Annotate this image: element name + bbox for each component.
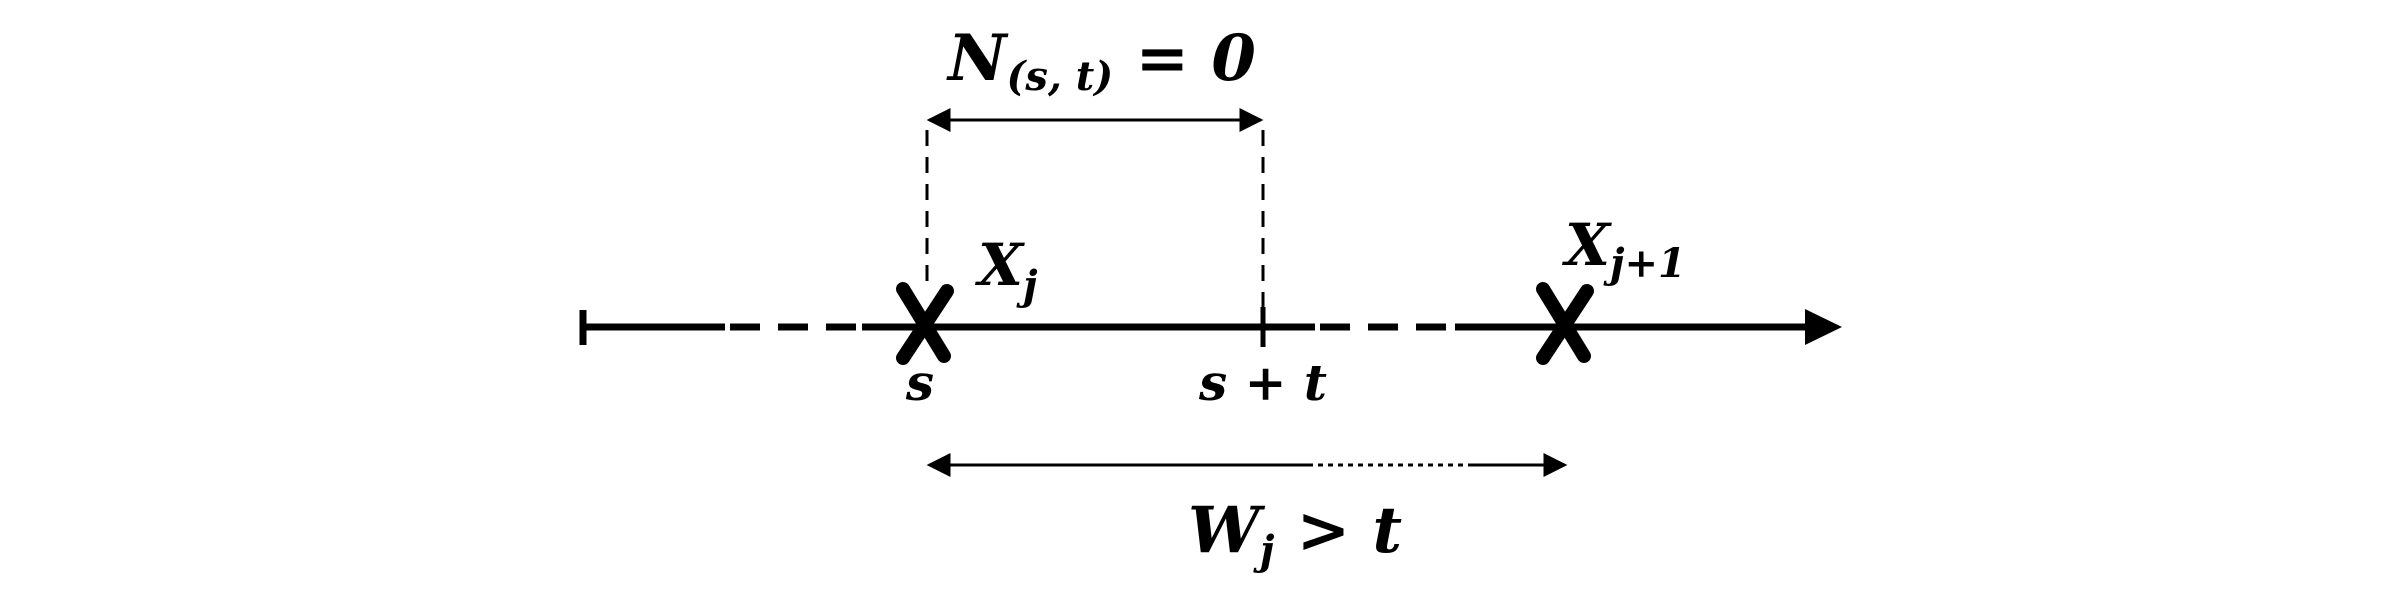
count-label-main: N	[946, 21, 1009, 96]
axis-arrowhead	[1805, 309, 1842, 345]
xj1-label-main: X	[1561, 211, 1612, 279]
count-label-sub: (s, t)	[1007, 53, 1114, 100]
time-axis	[579, 310, 1805, 345]
count-label: N(s, t) = 0	[946, 21, 1256, 100]
waiting-time-label-main: W	[1188, 493, 1266, 568]
s-label: s	[905, 353, 934, 412]
count-label-rest: = 0	[1113, 21, 1256, 96]
event-mark-xj	[896, 282, 954, 365]
s-plus-t-label: s + t	[1198, 353, 1327, 412]
xj-label-main: X	[974, 231, 1025, 299]
xj1-label-sub: j+1	[1603, 240, 1686, 287]
waiting-time-label: Wj > t	[1188, 493, 1402, 574]
xj-label: Xj	[974, 231, 1038, 309]
xj1-label: Xj+1	[1561, 211, 1686, 287]
event-mark-xj1	[1536, 282, 1594, 365]
waiting-time-label-rest: > t	[1274, 493, 1402, 568]
